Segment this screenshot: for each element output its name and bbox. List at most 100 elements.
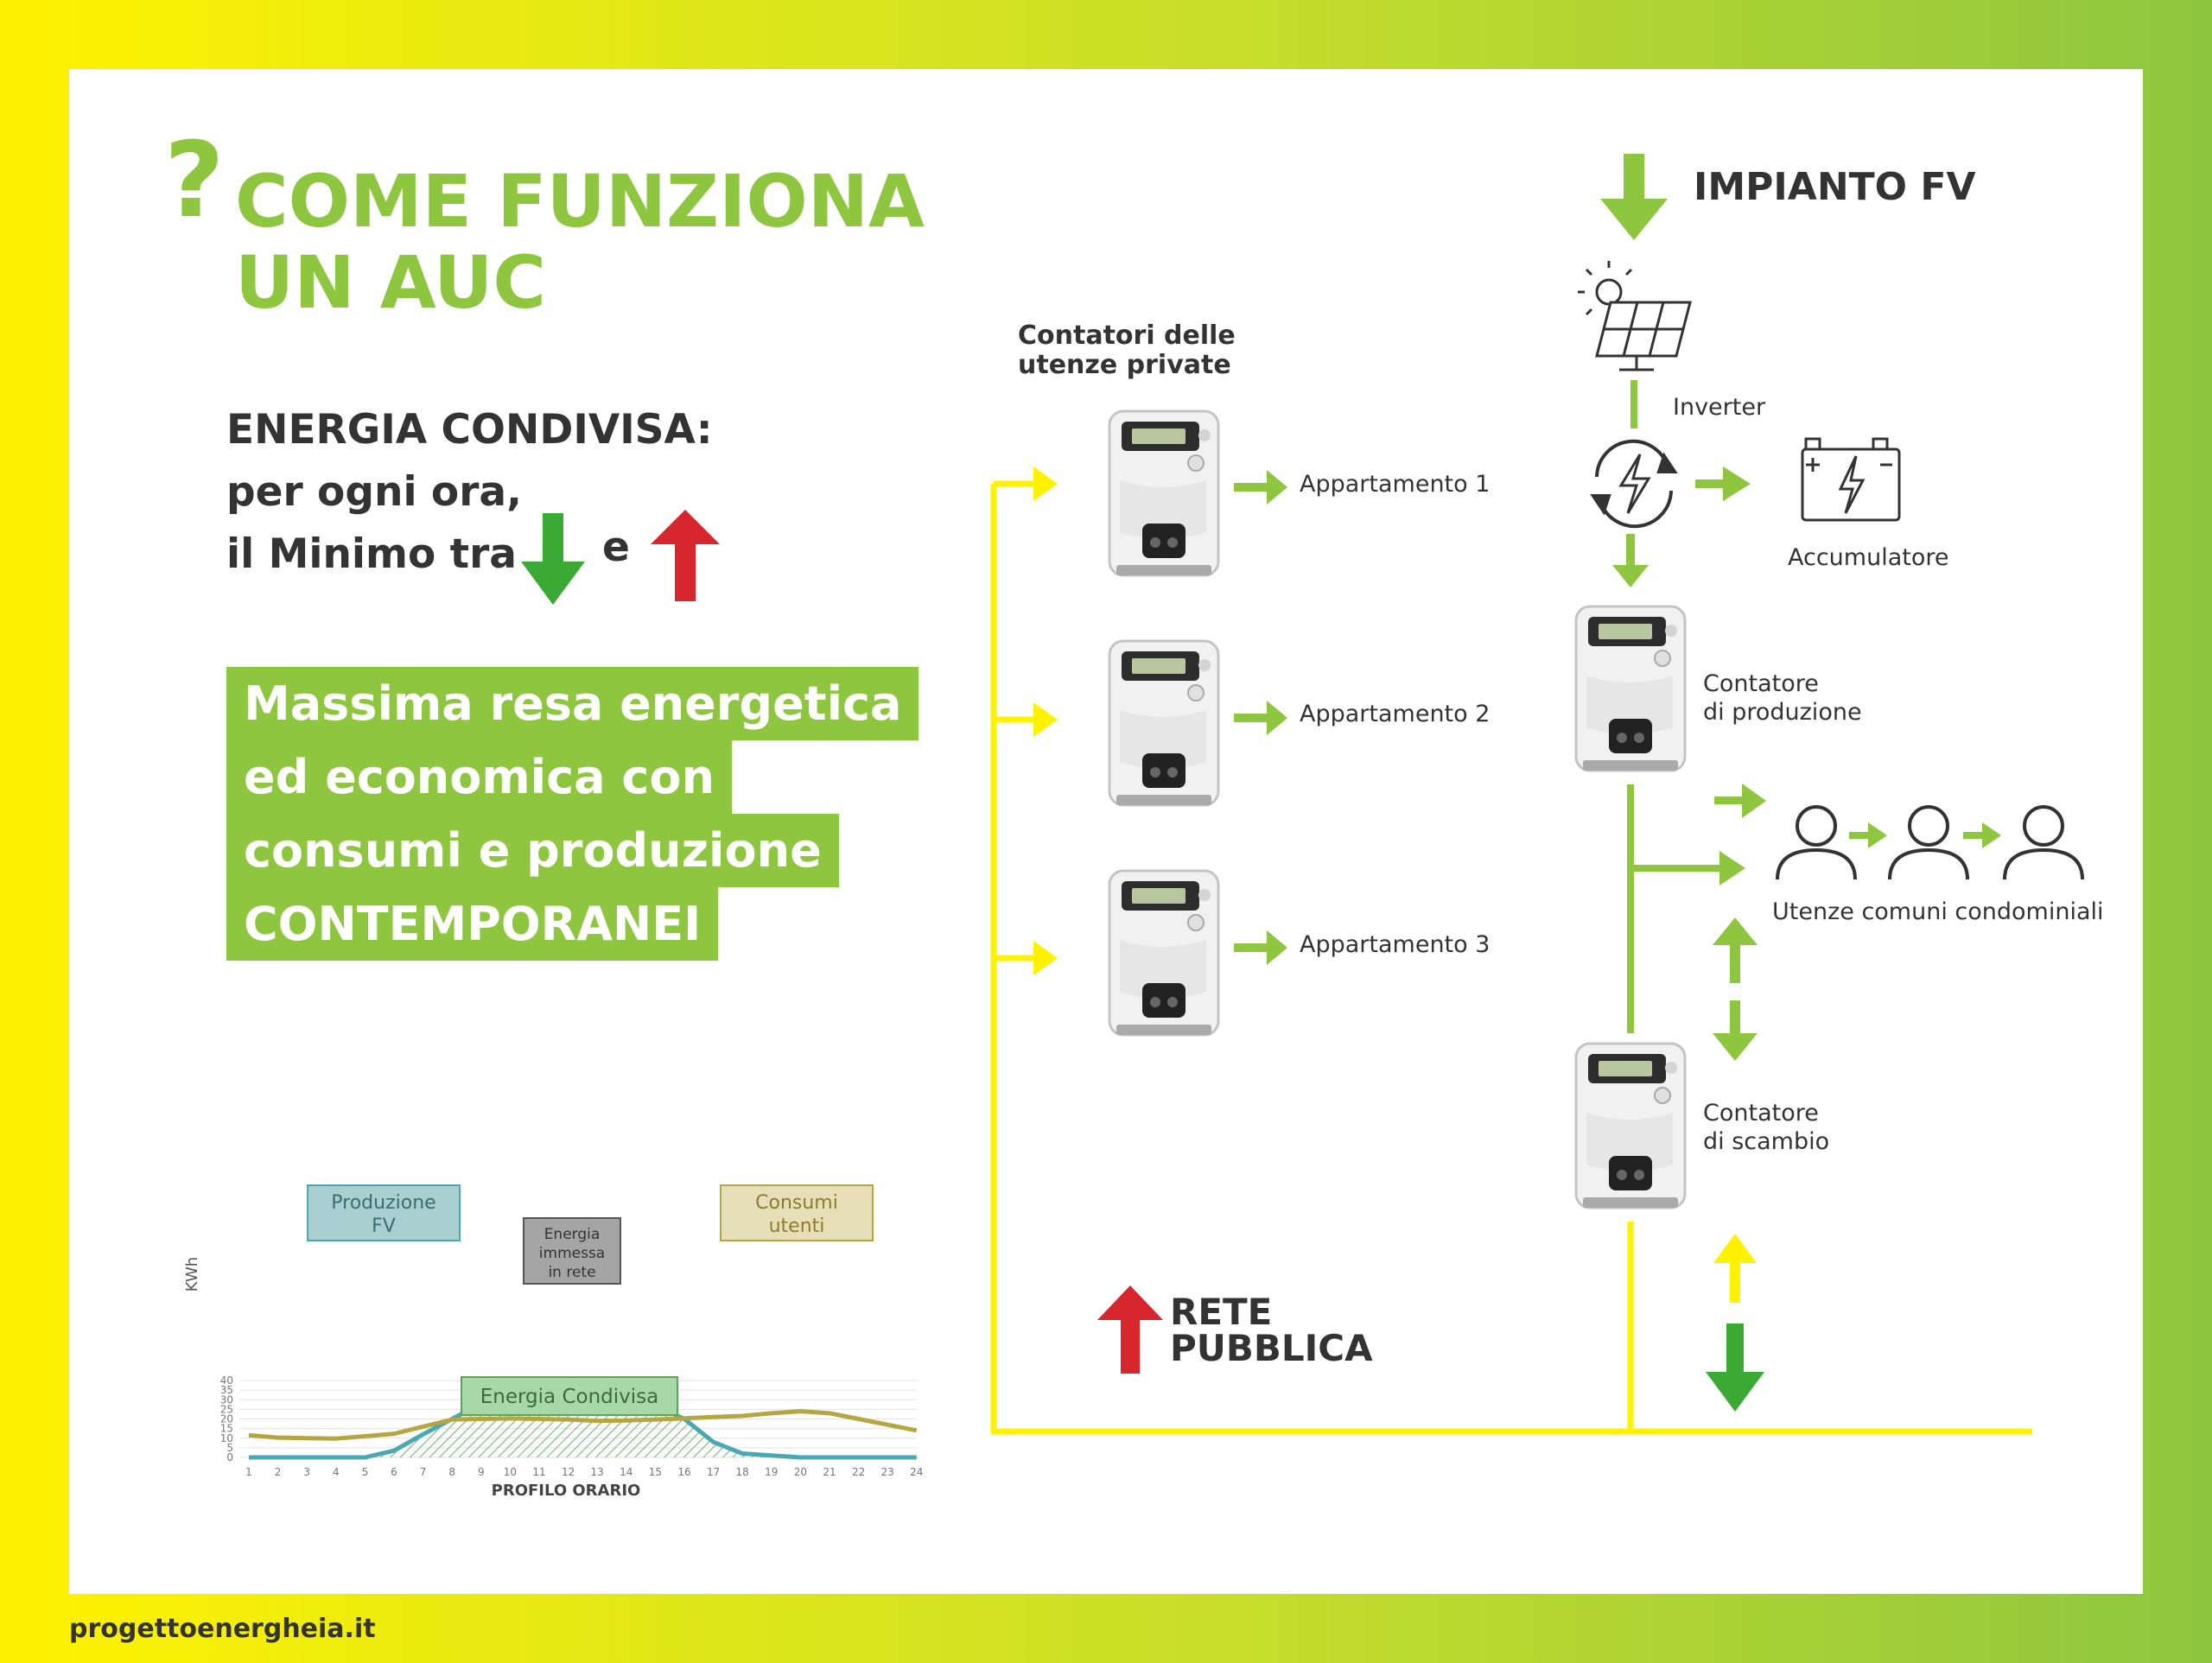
chart-ytick-label: 0 — [226, 1451, 233, 1463]
chart-xtick-label: 8 — [448, 1466, 455, 1478]
page-title: COME FUNZIONA UN AUC — [235, 161, 925, 323]
chart-xtick-label: 6 — [391, 1466, 397, 1478]
chart-xtick-label: 3 — [303, 1466, 310, 1478]
energia-line-2: per ogni ora, — [226, 468, 522, 516]
impianto-down-arrow-icon — [1600, 154, 1668, 240]
energia-line-3: il Minimo tra — [226, 530, 518, 578]
legend-consumi: Consumi utenti — [720, 1184, 874, 1241]
question-mark-icon: ? — [164, 121, 225, 241]
chart-series-line-consumi — [248, 1409, 918, 1441]
chart-ytick-label: 5 — [226, 1442, 233, 1454]
production-meter-label: Contatore di produzione — [1703, 670, 1862, 727]
highlight-line-3: consumi e produzione — [226, 814, 839, 887]
legend-consumi-line-2: utenti — [769, 1216, 825, 1237]
chart-xtick-label: 15 — [649, 1466, 662, 1478]
meter-apartment-2 — [1108, 639, 1220, 807]
chart-xlabel: PROFILO ORARIO — [492, 1482, 641, 1500]
annotation-immessa: Energia immessa in rete — [523, 1217, 621, 1285]
chart-ytick-label: 30 — [220, 1393, 233, 1406]
chart-xtick-label: 13 — [591, 1466, 604, 1478]
apartment-1-label: Appartamento 1 — [1300, 471, 1491, 498]
chart-xtick-label: 17 — [707, 1466, 720, 1478]
solar-panel-icon — [1578, 261, 1692, 371]
chart-xtick-label: 10 — [504, 1466, 517, 1478]
chart-xtick-label: 1 — [245, 1466, 252, 1478]
legend-produzione: Produzione FV — [307, 1184, 461, 1241]
common-utilities-label: Utenze comuni condominiali — [1772, 898, 2104, 925]
chart-xtick-label: 19 — [765, 1466, 778, 1478]
grid-down-arrow-icon — [1706, 1323, 1764, 1412]
public-grid-line-1: RETE — [1170, 1291, 1273, 1333]
annotation-condivisa: Energia Condivisa — [461, 1376, 678, 1416]
impianto-fv-label: IMPIANTO FV — [1694, 165, 1976, 209]
annotation-immessa-line-1: Energia — [544, 1226, 601, 1243]
chart-xtick-label: 12 — [562, 1466, 575, 1478]
chart-xtick-label: 18 — [736, 1466, 749, 1478]
chart-xtick-label: 16 — [677, 1466, 690, 1478]
exchange-meter-line-1: Contatore — [1703, 1100, 1819, 1127]
energia-conj: e — [602, 524, 630, 571]
chart-area-condivisa — [249, 1418, 917, 1457]
public-grid-label: RETE PUBBLICA — [1170, 1294, 1373, 1367]
chart-xtick-label: 20 — [794, 1466, 807, 1478]
chart-ylabel: KWh — [183, 1257, 201, 1292]
chart-ytick-label: 35 — [220, 1384, 233, 1396]
battery-icon — [1801, 437, 1901, 522]
exchange-meter-line-2: di scambio — [1703, 1128, 1830, 1155]
inverter-to-accumulator-arrow — [1695, 467, 1751, 501]
chart-ytick-label: 15 — [220, 1423, 233, 1435]
chart-xtick-label: 7 — [420, 1466, 427, 1478]
chart-xtick-label: 11 — [532, 1466, 545, 1478]
person-3-icon — [2003, 805, 2084, 881]
annotation-condivisa-text: Energia Condivisa — [480, 1386, 658, 1408]
panel-to-inverter-line — [1630, 380, 1637, 428]
private-meters-line-2: utenze private — [1018, 350, 1231, 380]
inverter-to-production-arrow — [1612, 534, 1649, 587]
people-arrows — [1849, 822, 2001, 848]
legend-consumi-line-1: Consumi — [755, 1192, 838, 1214]
chart-xtick-label: 5 — [362, 1466, 369, 1478]
chart-xtick-label: 21 — [823, 1466, 836, 1478]
chart-ytick-label: 10 — [220, 1432, 233, 1444]
yellow-arrowheads — [1033, 467, 1058, 975]
title-line-2: UN AUC — [235, 240, 547, 325]
highlight-line-1: Massima resa energetica — [226, 667, 919, 740]
person-1-icon — [1776, 805, 1857, 881]
production-meter — [1574, 605, 1687, 772]
exchange-meter — [1574, 1042, 1687, 1209]
chart-xtick-label: 24 — [910, 1466, 923, 1478]
grid-up-arrow-icon — [1713, 1234, 1757, 1303]
highlight-box: Massima resa energetica ed economica con… — [226, 667, 919, 961]
annotation-immessa-line-2: immessa — [539, 1245, 605, 1262]
footer-website: progettoenergheia.it — [69, 1614, 376, 1644]
chart-ytick-label: 25 — [220, 1403, 233, 1415]
green-distribution-lines — [1627, 784, 1766, 1061]
chart-xtick-label: 14 — [620, 1466, 632, 1478]
chart-ytick-label: 40 — [220, 1374, 233, 1387]
private-meters-line-1: Contatori delle — [1018, 321, 1236, 351]
production-meter-line-1: Contatore — [1703, 670, 1819, 697]
chart-xtick-label: 23 — [881, 1466, 894, 1478]
annotation-immessa-line-3: in rete — [548, 1264, 595, 1281]
public-grid-line-2: PUBBLICA — [1170, 1327, 1373, 1369]
apartment-arrows — [1234, 470, 1287, 965]
inverter-label: Inverter — [1673, 394, 1766, 421]
red-up-arrow-icon — [651, 510, 720, 601]
legend-produzione-line-1: Produzione — [331, 1192, 435, 1214]
meter-apartment-3 — [1108, 869, 1220, 1037]
energia-condivisa-text: ENERGIA CONDIVISA: per ogni ora, il Mini… — [226, 399, 713, 586]
highlight-line-2: ed economica con — [226, 740, 732, 814]
energia-line-1: ENERGIA CONDIVISA: — [226, 406, 713, 454]
exchange-meter-label: Contatore di scambio — [1703, 1099, 1829, 1156]
highlight-line-4: CONTEMPORANEI — [226, 887, 719, 961]
chart-xtick-label: 9 — [478, 1466, 485, 1478]
title-line-1: COME FUNZIONA — [235, 159, 925, 244]
chart-xtick-label: 2 — [275, 1466, 282, 1478]
chart-ytick-label: 20 — [220, 1413, 233, 1425]
yellow-network-lines — [990, 480, 2032, 1435]
chart-xtick-label: 22 — [852, 1466, 865, 1478]
apartment-3-label: Appartamento 3 — [1300, 931, 1491, 958]
